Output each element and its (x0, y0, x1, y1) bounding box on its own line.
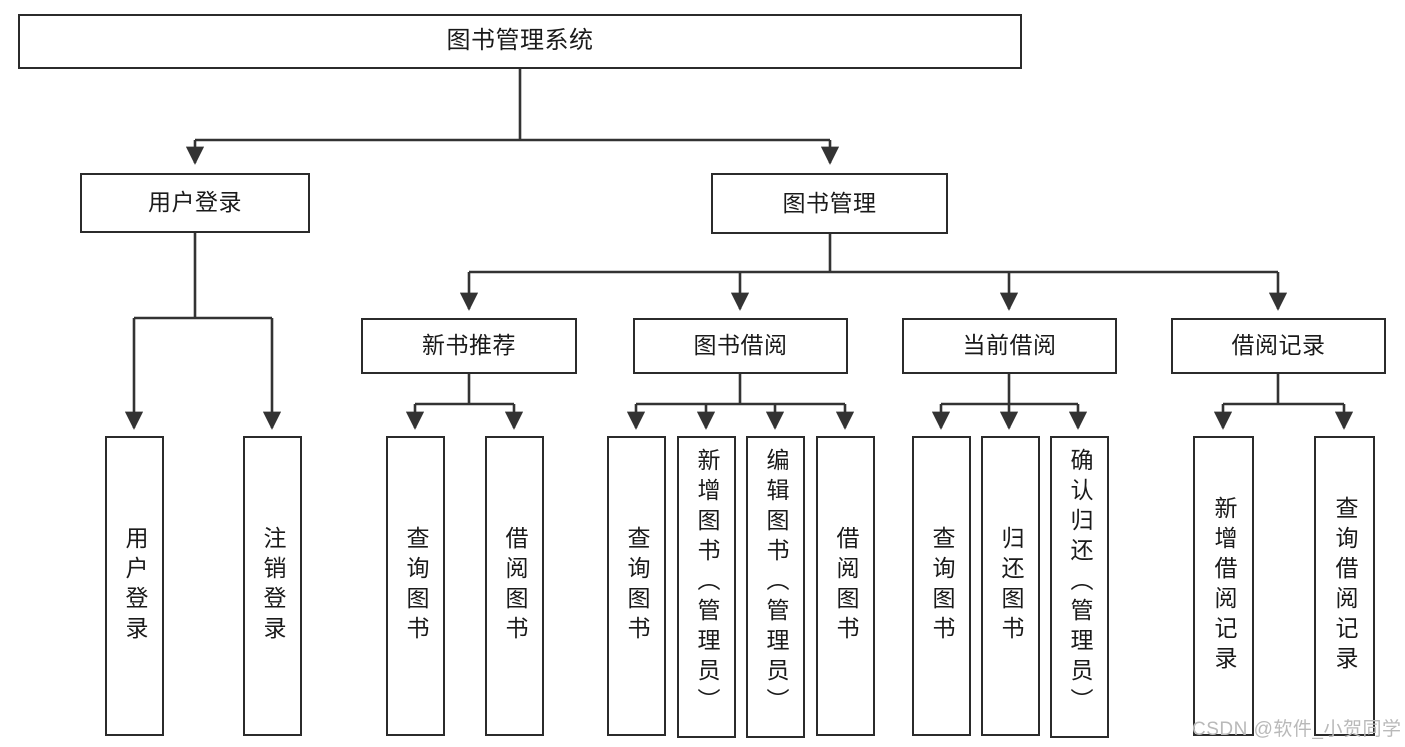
node-label: 借阅图书 (833, 526, 859, 646)
node-label: 借阅图书 (502, 526, 528, 646)
leaf-borrow-book-recommend[interactable]: 借阅图书 (485, 436, 544, 736)
node-label: 图书管理 (782, 189, 877, 216)
node-user-login[interactable]: 用户登录 (80, 173, 310, 233)
node-label: 借阅记录 (1231, 332, 1326, 359)
node-label: 查询借阅记录 (1332, 496, 1358, 676)
watermark-text: CSDN @软件_小贺同学 (1192, 719, 1402, 740)
leaf-borrow-book[interactable]: 借阅图书 (816, 436, 875, 736)
leaf-query-book-recommend[interactable]: 查询图书 (386, 436, 445, 736)
node-label: 用户登录 (148, 189, 242, 216)
node-label: 当前借阅 (962, 332, 1057, 359)
node-label: 查询图书 (624, 526, 650, 646)
node-label: 归还图书 (998, 526, 1024, 646)
node-borrow-record[interactable]: 借阅记录 (1171, 318, 1386, 374)
leaf-edit-book-admin[interactable]: 编辑图书（管理员） (746, 436, 805, 738)
node-label: 查询图书 (403, 526, 429, 646)
node-label: 新增借阅记录 (1211, 496, 1237, 676)
node-label: 新书推荐 (422, 332, 516, 359)
node-label: 图书管理系统 (446, 27, 594, 55)
node-label: 图书借阅 (693, 332, 788, 359)
node-label: 用户登录 (122, 526, 148, 646)
leaf-confirm-return-admin[interactable]: 确认归还（管理员） (1050, 436, 1109, 738)
leaf-add-book-admin[interactable]: 新增图书（管理员） (677, 436, 736, 738)
node-label: 编辑图书（管理员） (763, 448, 789, 718)
leaf-query-borrow-record[interactable]: 查询借阅记录 (1314, 436, 1375, 736)
node-label: 注销登录 (260, 526, 286, 646)
node-root-system[interactable]: 图书管理系统 (18, 14, 1022, 69)
node-book-borrow[interactable]: 图书借阅 (633, 318, 848, 374)
node-label: 查询图书 (929, 526, 955, 646)
node-book-management[interactable]: 图书管理 (711, 173, 948, 234)
node-current-borrow[interactable]: 当前借阅 (902, 318, 1117, 374)
node-label: 新增图书（管理员） (694, 448, 720, 718)
leaf-user-login[interactable]: 用户登录 (105, 436, 164, 736)
leaf-return-book[interactable]: 归还图书 (981, 436, 1040, 736)
leaf-logout[interactable]: 注销登录 (243, 436, 302, 736)
leaf-add-borrow-record[interactable]: 新增借阅记录 (1193, 436, 1254, 736)
leaf-query-book-current[interactable]: 查询图书 (912, 436, 971, 736)
node-new-book-recommend[interactable]: 新书推荐 (361, 318, 577, 374)
node-label: 确认归还（管理员） (1067, 448, 1093, 718)
leaf-query-book-borrow[interactable]: 查询图书 (607, 436, 666, 736)
